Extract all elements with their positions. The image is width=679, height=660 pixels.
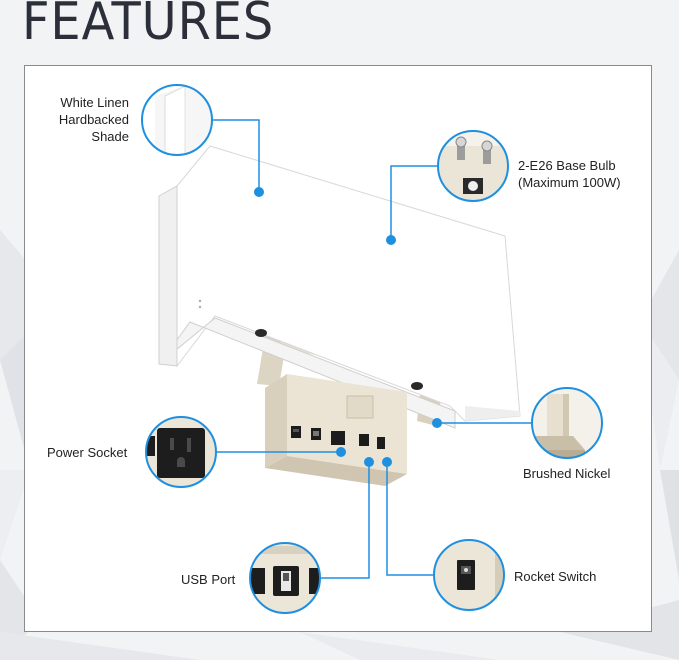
wall-plate xyxy=(265,374,407,486)
callout-lines xyxy=(212,119,532,579)
rocker-switch-zoom-circle xyxy=(433,539,505,611)
callout-dots xyxy=(254,187,442,467)
features-panel: White Linen Hardbacked Shade 2-E26 Base … xyxy=(24,65,652,632)
shade-label-line-1: White Linen xyxy=(60,95,129,110)
usb-port-label: USB Port xyxy=(181,572,236,587)
page-title: FEATURES xyxy=(22,0,275,52)
rocker-switch-label: Rocket Switch xyxy=(514,569,597,584)
power-socket-zoom-circle xyxy=(145,416,217,488)
shade-label: White Linen Hardbacked Shade xyxy=(29,94,129,145)
bulb-label-line-2: (Maximum 100W) xyxy=(518,175,621,190)
bulb-label-line-1: 2-E26 Base Bulb xyxy=(518,158,616,173)
nickel-zoom-circle xyxy=(531,387,603,459)
shade-label-line-3: Shade xyxy=(91,129,129,144)
bulb-label: 2-E26 Base Bulb (Maximum 100W) xyxy=(518,157,648,191)
usb-port-zoom-circle xyxy=(249,542,321,614)
lamp-shade xyxy=(158,145,521,429)
shade-label-line-2: Hardbacked xyxy=(58,112,129,127)
lamp-illustration xyxy=(141,84,603,614)
bulb-zoom-circle xyxy=(437,130,509,202)
brushed-nickel-label: Brushed Nickel xyxy=(523,466,611,481)
power-socket-label: Power Socket xyxy=(47,445,128,460)
